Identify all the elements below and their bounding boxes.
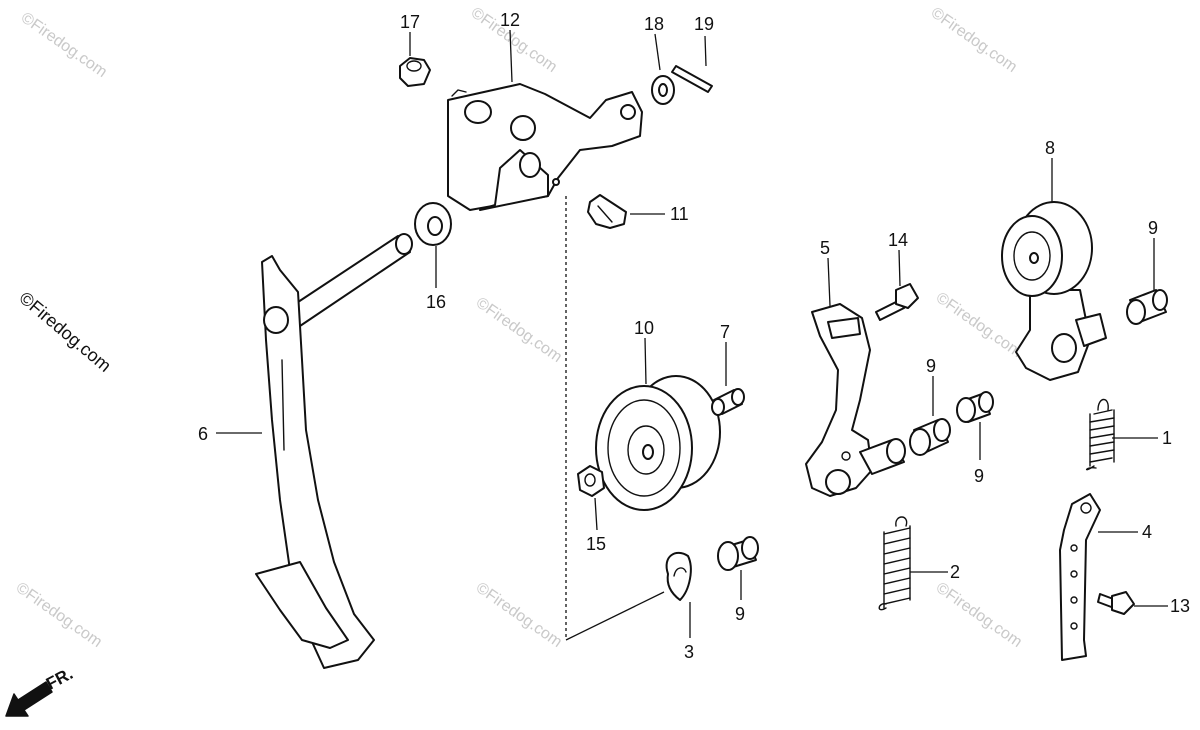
callout-3: 3 <box>684 642 694 662</box>
bolt-part-13 <box>1097 591 1135 615</box>
callout-9-mid-right: 9 <box>974 466 984 486</box>
pulley-part-10 <box>595 375 721 511</box>
callout-6: 6 <box>198 424 208 444</box>
leader-lines <box>216 29 1168 641</box>
washer-part-18 <box>651 75 675 105</box>
front-arrow-icon <box>5 681 53 717</box>
callout-labels: 1 2 3 4 5 6 7 8 9 9 9 9 10 11 12 13 14 1… <box>198 10 1190 662</box>
callout-14: 14 <box>888 230 908 250</box>
arm-part-5 <box>805 303 906 497</box>
watermark: ©Firedog.com <box>13 579 105 651</box>
bushing-part-9-upper <box>1126 289 1168 325</box>
bushing-part-9-mid-right <box>956 391 994 423</box>
collar-part-7 <box>711 388 745 416</box>
callout-7: 7 <box>720 322 730 342</box>
pedal-part-6 <box>255 233 413 669</box>
bushing-part-9-mid-left <box>909 418 951 456</box>
callout-16: 16 <box>426 292 446 312</box>
callout-4: 4 <box>1142 522 1152 542</box>
callout-9-upper: 9 <box>1148 218 1158 238</box>
front-direction-indicator: FR. <box>5 664 76 717</box>
watermark-dark: ©Firedog.com <box>15 288 115 376</box>
callout-5: 5 <box>820 238 830 258</box>
callout-8: 8 <box>1045 138 1055 158</box>
callout-19: 19 <box>694 14 714 34</box>
watermark: ©Firedog.com <box>473 579 565 651</box>
callout-1: 1 <box>1162 428 1172 448</box>
bolt-part-14 <box>875 283 919 321</box>
bracket-part-12 <box>447 83 643 211</box>
watermark: ©Firedog.com <box>933 289 1025 361</box>
spring-part-2 <box>878 516 911 611</box>
callout-12: 12 <box>500 10 520 30</box>
watermark: ©Firedog.com <box>933 579 1025 651</box>
washer-part-16 <box>414 202 452 246</box>
pulley-part-8 <box>1001 201 1107 381</box>
bushing-part-9-lower <box>717 536 759 571</box>
callout-15: 15 <box>586 534 606 554</box>
spring-part-1 <box>1086 398 1115 471</box>
callout-9-lower: 9 <box>735 604 745 624</box>
clip-part-11 <box>587 194 627 229</box>
nut-part-15 <box>577 465 605 497</box>
callout-13: 13 <box>1170 596 1190 616</box>
nut-part-17 <box>399 57 431 87</box>
callout-18: 18 <box>644 14 664 34</box>
watermark: ©Firedog.com <box>473 294 565 366</box>
watermark: ©Firedog.com <box>928 4 1020 76</box>
callout-11: 11 <box>670 204 689 224</box>
plate-part-4 <box>1059 493 1101 661</box>
pin-part-19 <box>671 65 713 93</box>
watermark: ©Firedog.com <box>18 9 110 81</box>
callout-9-mid-left: 9 <box>926 356 936 376</box>
clip-part-3 <box>665 551 692 601</box>
callout-2: 2 <box>950 562 960 582</box>
callout-17: 17 <box>400 12 420 32</box>
callout-10: 10 <box>634 318 654 338</box>
